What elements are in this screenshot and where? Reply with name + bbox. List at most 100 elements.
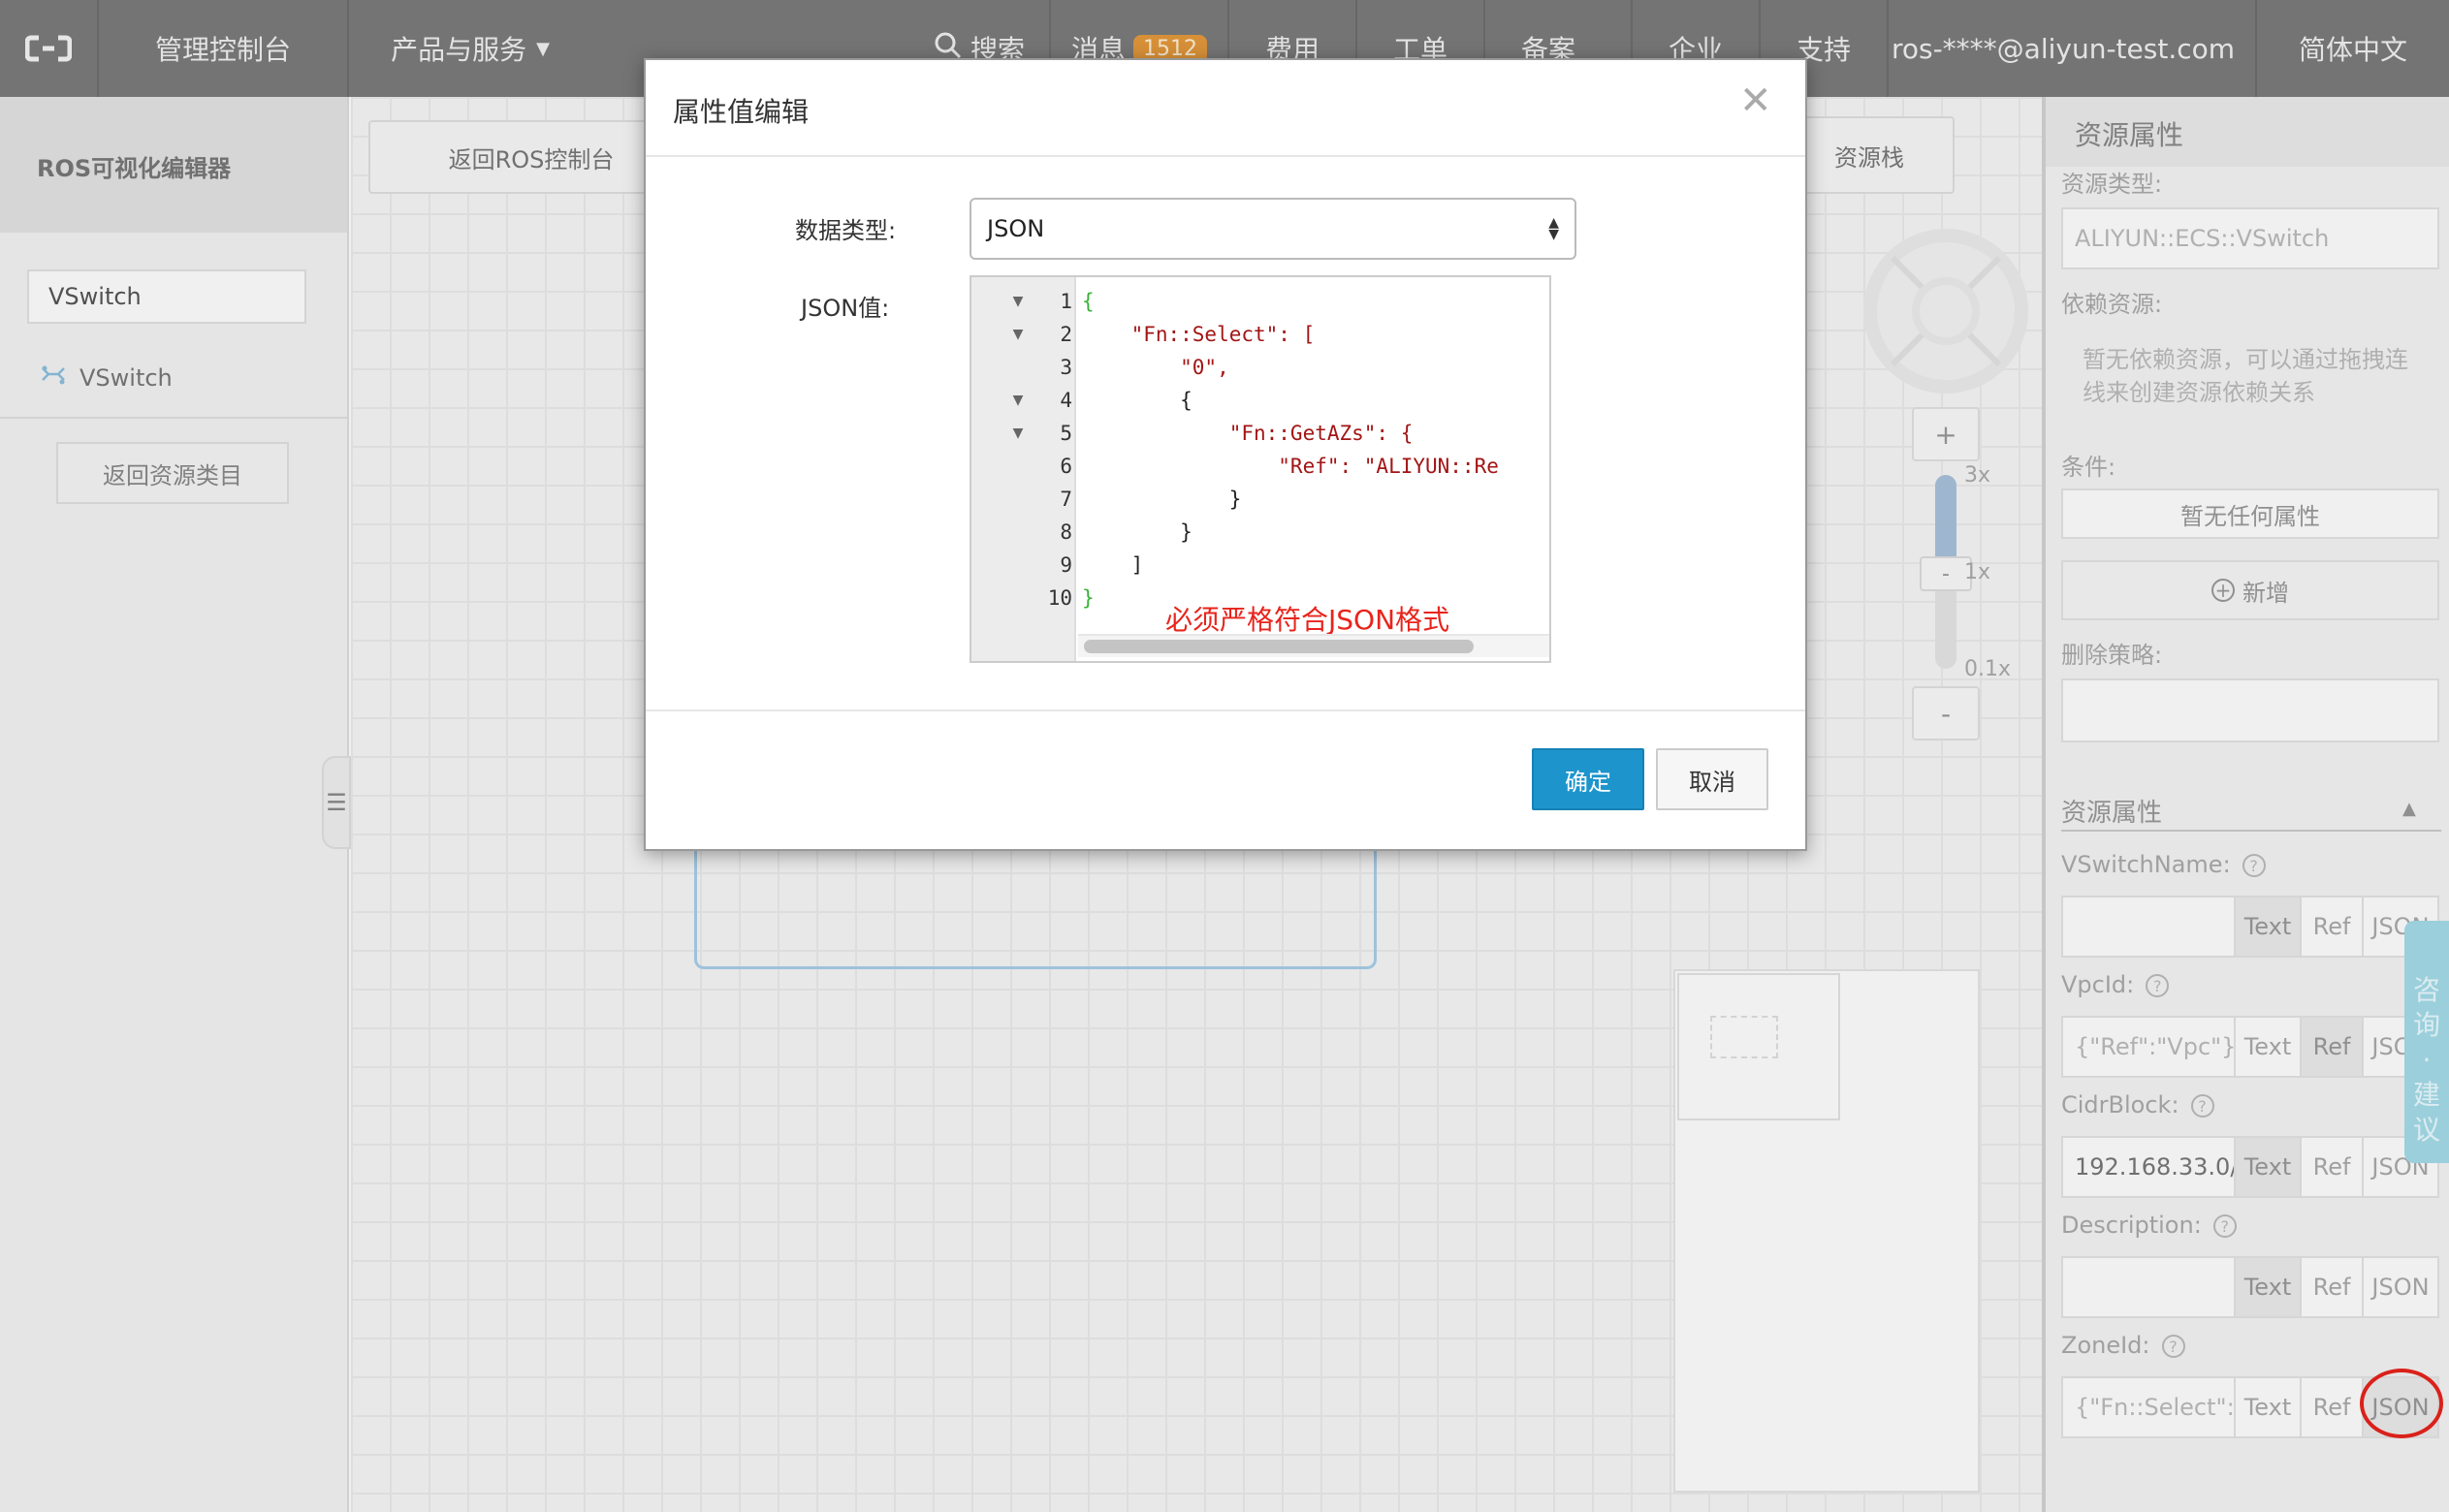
condition-box[interactable]: 暂无任何属性	[2061, 488, 2439, 539]
line-number: 3	[1060, 356, 1072, 379]
json-value-label: JSON值:	[801, 295, 890, 322]
add-condition-button[interactable]: + 新增	[2061, 560, 2439, 620]
line-numbers: 1 2 3 4 5 6 7 8 9 10	[1026, 285, 1072, 614]
json-format-note: 必须严格符合JSON格式	[1165, 604, 1450, 636]
data-type-value: JSON	[987, 215, 1045, 242]
consult-char: 建	[2412, 1079, 2440, 1111]
nav-account-label: ros-****@aliyun-test.com	[1891, 32, 2236, 65]
help-icon[interactable]: ?	[2146, 974, 2170, 997]
vpcid-text-toggle[interactable]: Text	[2234, 1016, 2302, 1078]
line-number: 7	[1060, 488, 1072, 511]
fold-arrow-icon[interactable]: ▼	[1012, 425, 1024, 441]
cidrblock-label: CidrBlock:	[2061, 1091, 2179, 1118]
left-resource-panel	[0, 97, 349, 1512]
deletion-policy-input[interactable]	[2061, 678, 2439, 742]
code-content[interactable]: { "Fn::Select": [ "0", { "Fn::GetAZs": {…	[1082, 285, 1549, 614]
properties-section-title: 资源属性	[2061, 799, 2163, 828]
pan-arrows-icon	[1890, 255, 2002, 367]
help-icon[interactable]: ?	[2212, 1214, 2237, 1238]
consult-feedback-tab[interactable]: 咨 询 · 建 议	[2404, 921, 2449, 1163]
select-arrows-icon: ▲▼	[1548, 215, 1559, 242]
messages-count-badge: 1512	[1133, 34, 1207, 63]
zoneid-input[interactable]: {"Fn::Select":[	[2061, 1376, 2236, 1438]
nav-console[interactable]: 管理控制台	[99, 0, 347, 97]
back-to-categories-button[interactable]: 返回资源类目	[56, 442, 289, 504]
depends-hint: 暂无依赖资源，可以通过拖拽连线来创建资源依赖关系	[2083, 346, 2408, 406]
consult-char: ·	[2422, 1044, 2432, 1076]
dialog-title: 属性值编辑	[673, 96, 810, 128]
collapse-panel-icon[interactable]: ☰	[322, 756, 351, 849]
line-number: 5	[1060, 422, 1072, 445]
line-number: 4	[1060, 389, 1072, 412]
nav-language[interactable]: 简体中文	[2257, 0, 2449, 97]
properties-header	[2046, 97, 2449, 167]
properties-header-title: 资源属性	[2075, 119, 2184, 151]
help-icon[interactable]: ?	[2161, 1335, 2185, 1358]
minimap-node	[1710, 1016, 1778, 1058]
help-icon[interactable]: ?	[2190, 1094, 2214, 1118]
cidrblock-text-toggle[interactable]: Text	[2234, 1136, 2302, 1198]
zoom-in-button[interactable]: +	[1912, 407, 1980, 461]
nav-divider	[1355, 0, 1357, 97]
line-number: 6	[1060, 455, 1072, 478]
line-number: 8	[1060, 520, 1072, 544]
resource-item-vswitch[interactable]: VSwitch	[41, 364, 173, 392]
code-line: }	[1082, 488, 1242, 511]
search-icon	[934, 31, 963, 67]
nav-divider	[1759, 0, 1761, 97]
vpcid-ref-toggle[interactable]: Ref	[2300, 1016, 2364, 1078]
minimap-viewport[interactable]	[1677, 973, 1840, 1120]
nav-language-label: 简体中文	[2298, 34, 2407, 66]
depends-label: 依赖资源:	[2061, 291, 2163, 318]
resource-type-label: 资源类型:	[2061, 171, 2163, 198]
nav-divider	[347, 0, 349, 97]
caret-down-icon: ▼	[536, 38, 550, 59]
zoom-slider-handle[interactable]: -	[1920, 556, 1972, 591]
fold-arrow-icon[interactable]: ▼	[1012, 393, 1024, 408]
left-panel-header	[0, 97, 347, 233]
fold-arrow-icon[interactable]: ▼	[1012, 294, 1024, 309]
description-text-toggle[interactable]: Text	[2234, 1256, 2302, 1318]
nav-divider	[1631, 0, 1633, 97]
help-icon[interactable]: ?	[2242, 854, 2266, 877]
fold-arrow-icon[interactable]: ▼	[1012, 327, 1024, 342]
description-input[interactable]	[2061, 1256, 2236, 1318]
zoneid-label: ZoneId:	[2061, 1332, 2150, 1359]
nav-divider	[2255, 0, 2257, 97]
condition-label: 条件:	[2061, 454, 2116, 481]
scrollbar-thumb[interactable]	[1084, 640, 1474, 653]
nav-account[interactable]: ros-****@aliyun-test.com	[1889, 0, 2238, 97]
nav-divider	[1227, 0, 1229, 97]
collapse-up-icon[interactable]: ▲	[2402, 799, 2416, 819]
zoom-min-label: 0.1x	[1964, 657, 2012, 681]
nav-products-dropdown[interactable]: 产品与服务 ▼	[349, 0, 591, 97]
cancel-button[interactable]: 取消	[1656, 748, 1768, 810]
code-line: "0",	[1082, 356, 1229, 379]
close-icon[interactable]: ✕	[1739, 79, 1772, 123]
pan-center-button[interactable]	[1912, 277, 1980, 345]
nav-products-label: 产品与服务	[391, 34, 527, 66]
vswitch-node[interactable]	[694, 834, 1377, 969]
back-to-ros-console-button[interactable]: 返回ROS控制台	[368, 120, 694, 194]
nav-divider	[1483, 0, 1485, 97]
left-panel-divider	[0, 417, 347, 419]
line-number: 1	[1060, 290, 1072, 313]
data-type-label: 数据类型:	[795, 217, 897, 244]
description-ref-toggle[interactable]: Ref	[2300, 1256, 2364, 1318]
dialog-divider	[646, 155, 1805, 157]
cidrblock-input[interactable]: 192.168.33.0/2	[2061, 1136, 2236, 1198]
description-json-toggle[interactable]: JSON	[2362, 1256, 2439, 1318]
zoom-out-button[interactable]: -	[1912, 686, 1980, 740]
dialog-footer-divider	[646, 709, 1805, 711]
confirm-button[interactable]: 确定	[1532, 748, 1644, 810]
resource-search-input[interactable]: VSwitch	[27, 269, 306, 324]
zoom-max-label: 3x	[1964, 463, 1991, 488]
line-number: 9	[1060, 553, 1072, 577]
cidrblock-ref-toggle[interactable]: Ref	[2300, 1136, 2364, 1198]
code-line: {	[1082, 389, 1193, 412]
aliyun-logo-icon[interactable]	[0, 0, 97, 97]
code-line: "Fn::GetAZs": {	[1082, 422, 1414, 445]
vswitchname-text-toggle[interactable]: Text	[2234, 896, 2302, 958]
vswitchname-input[interactable]	[2061, 896, 2236, 958]
data-type-select[interactable]: JSON ▲▼	[970, 198, 1576, 260]
